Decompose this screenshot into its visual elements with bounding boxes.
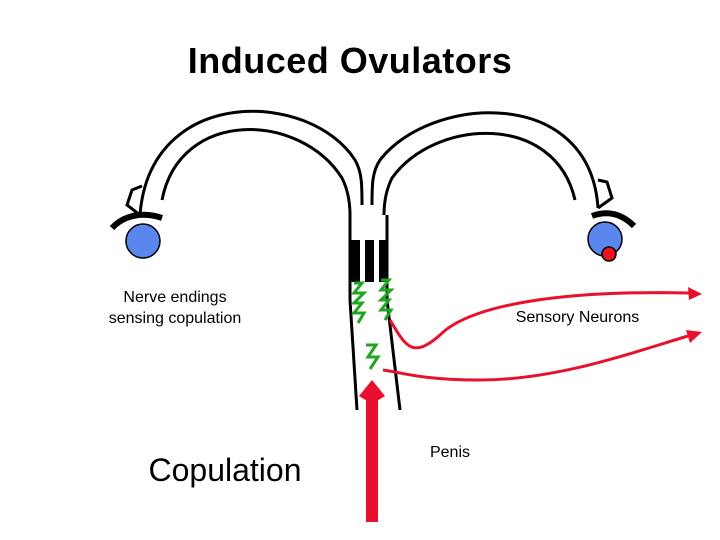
left-oviduct — [138, 109, 364, 216]
penis-arrow — [359, 380, 385, 522]
left-ovary — [125, 223, 161, 259]
sensory-neuron-lower — [382, 330, 702, 382]
copulation-label: Copulation — [148, 452, 302, 488]
penis-label: Penis — [429, 444, 471, 461]
sensory-neuron-upper — [388, 287, 702, 350]
vagina-walls — [348, 299, 402, 411]
slide-title: Induced Ovulators — [187, 40, 513, 81]
ovulated-egg — [601, 246, 617, 262]
uterus-cervix — [348, 215, 389, 300]
nerve-endings-label: Nerve endings sensing copulation — [108, 289, 242, 327]
nerve-endings — [350, 278, 395, 370]
right-fimbria — [590, 178, 637, 229]
right-oviduct — [370, 111, 600, 216]
sensory-neurons-label: Sensory Neurons — [515, 309, 640, 326]
left-fimbria — [109, 184, 163, 231]
